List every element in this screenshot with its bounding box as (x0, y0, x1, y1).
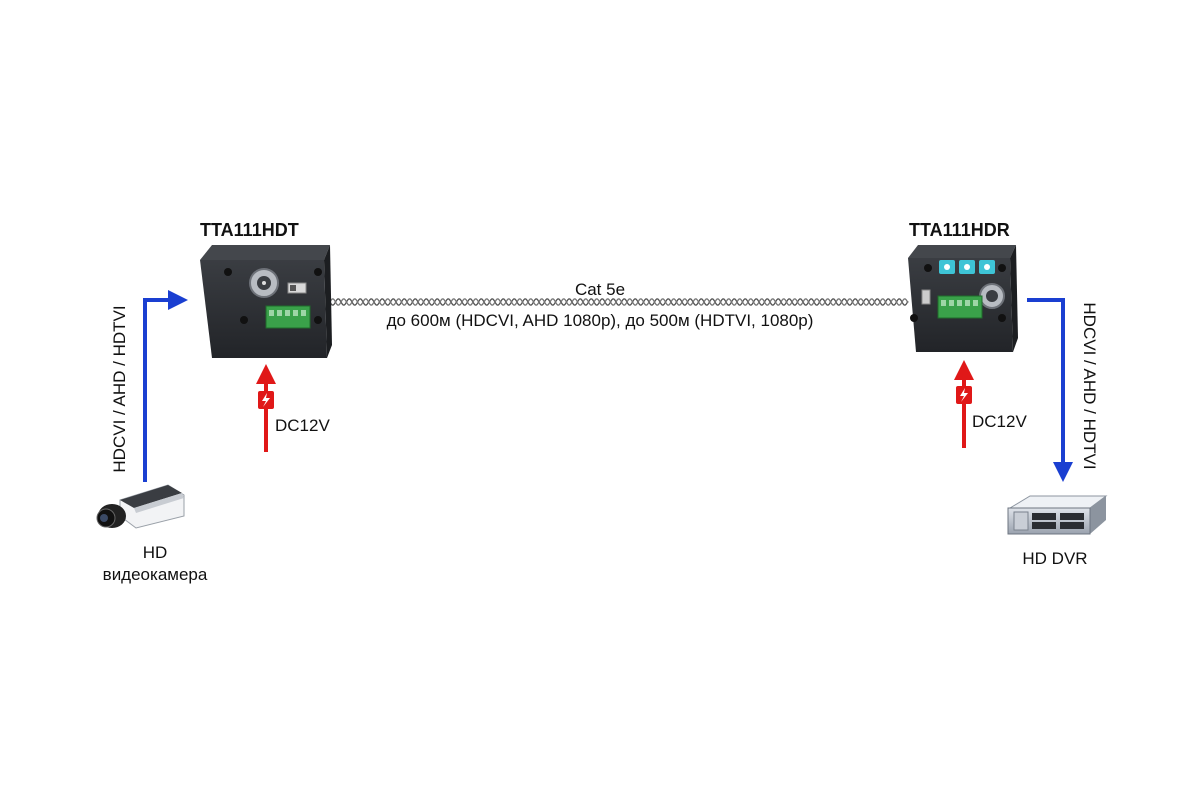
transmitter-name: TTA111HDT (200, 220, 299, 240)
receiver-device (908, 245, 1018, 352)
cable-type-label: Cat 5e (574, 280, 626, 299)
camera-label: HD видеокамера (90, 542, 220, 586)
power-icon-receiver (956, 386, 972, 404)
sink-signal-label: HDCVI / AHD / HDTVI (1080, 302, 1099, 470)
dvr-icon (1007, 495, 1108, 535)
dvr-label: HD DVR (1022, 549, 1088, 568)
cable-range-label: до 600м (HDCVI, AHD 1080p), до 500м (HDT… (386, 311, 814, 330)
camera-label-line1: HD (142, 543, 168, 562)
video-arrow-in (143, 290, 188, 482)
twisted-pair-cable (329, 298, 909, 306)
transmitter-power-label: DC12V (275, 416, 330, 435)
source-signal-label: HDCVI / AHD / HDTVI (110, 305, 129, 473)
camera-icon (96, 484, 185, 529)
receiver-power-label: DC12V (972, 412, 1027, 431)
video-arrow-out (1027, 298, 1073, 482)
camera-label-line2: видеокамера (102, 565, 208, 584)
transmitter-device (200, 245, 332, 358)
power-icon-transmitter (258, 391, 274, 409)
receiver-name: TTA111HDR (909, 220, 1010, 240)
